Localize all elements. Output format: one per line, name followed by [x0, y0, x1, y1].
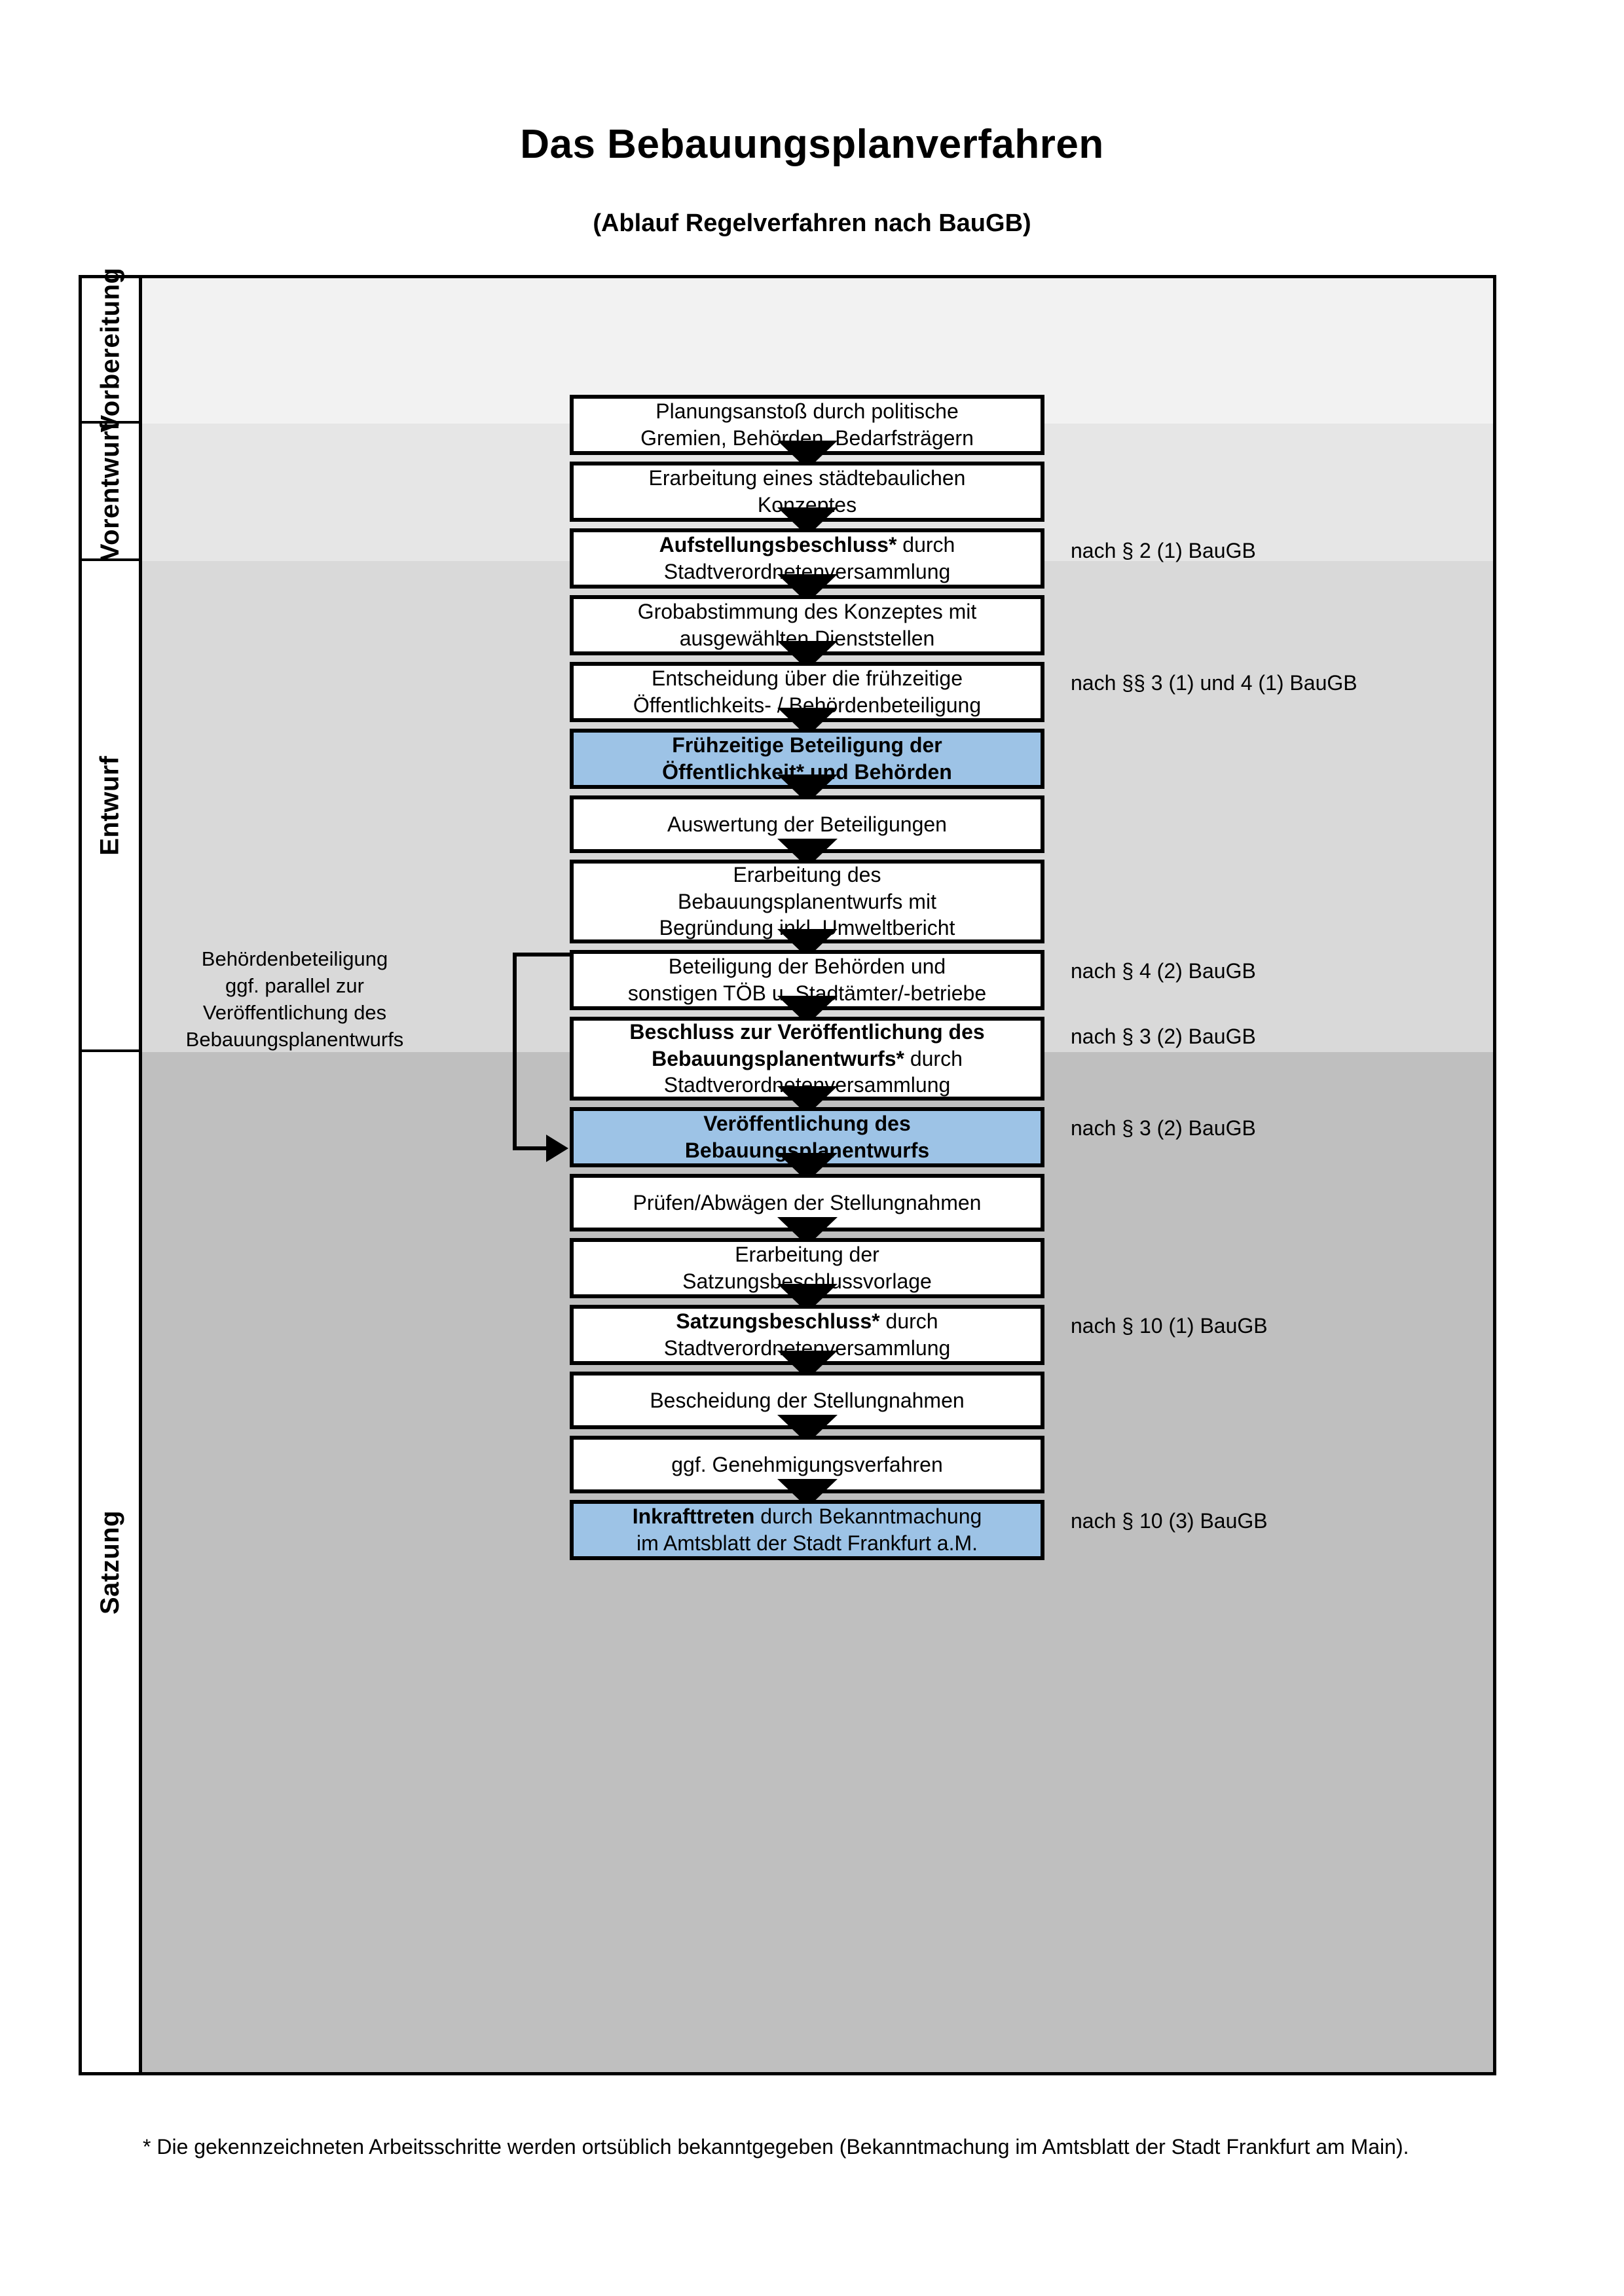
- note-par3-4: nach §§ 3 (1) und 4 (1) BauGB: [1071, 671, 1357, 695]
- flow-node-label: Auswertung der Beteiligungen: [667, 812, 947, 836]
- phase-label: Entwurf: [96, 755, 124, 856]
- side-annotation-line: Behördenbeteiligung: [201, 947, 388, 970]
- phase-cell-entwurf: Entwurf: [82, 561, 139, 1052]
- connector-arrowhead-icon: [546, 1135, 568, 1162]
- note-par4-2: nach § 4 (2) BauGB: [1071, 959, 1256, 983]
- connector-vertical-segment: [513, 953, 517, 1150]
- flow-node-pruefen-abwaegen[interactable]: Prüfen/Abwägen der Stellungnahmen: [570, 1174, 1044, 1231]
- phase-label: Satzung: [96, 1510, 125, 1614]
- flow-node-label: Bescheidung der Stellungnahmen: [650, 1388, 965, 1412]
- side-annotation-line: ggf. parallel zur: [225, 974, 364, 997]
- connector-top-segment: [513, 953, 570, 957]
- note-par10-3: nach § 10 (3) BauGB: [1071, 1509, 1268, 1533]
- note-par10-1: nach § 10 (1) BauGB: [1071, 1314, 1268, 1338]
- page-subtitle: (Ablauf Regelverfahren nach BauGB): [593, 210, 1031, 237]
- side-annotation-line: Bebauungsplanentwurfs: [185, 1027, 404, 1051]
- phase-cell-vorentwurf: Vorentwurf: [82, 421, 139, 561]
- note-par2: nach § 2 (1) BauGB: [1071, 539, 1256, 562]
- page-title: Das Bebauungsplanverfahren: [520, 122, 1104, 167]
- flow-node-label: Prüfen/Abwägen der Stellungnahmen: [633, 1190, 982, 1214]
- phase-cell-satzung: Satzung: [82, 1052, 139, 2072]
- footnote: * Die gekennzeichneten Arbeitsschritte w…: [143, 2135, 1409, 2159]
- note-par3-2b: nach § 3 (2) BauGB: [1071, 1116, 1256, 1140]
- phase-label: Vorbereitung: [96, 267, 124, 432]
- phase-cell-vorbereitung: Vorbereitung: [82, 267, 139, 432]
- side-annotation-line: Veröffentlichung des: [202, 1000, 387, 1024]
- phase-label: Vorentwurf: [96, 421, 124, 561]
- connector-bottom-segment: [513, 1146, 546, 1150]
- flow-node-label: ggf. Genehmigungsverfahren: [671, 1452, 943, 1476]
- note-par3-2a: nach § 3 (2) BauGB: [1071, 1025, 1256, 1048]
